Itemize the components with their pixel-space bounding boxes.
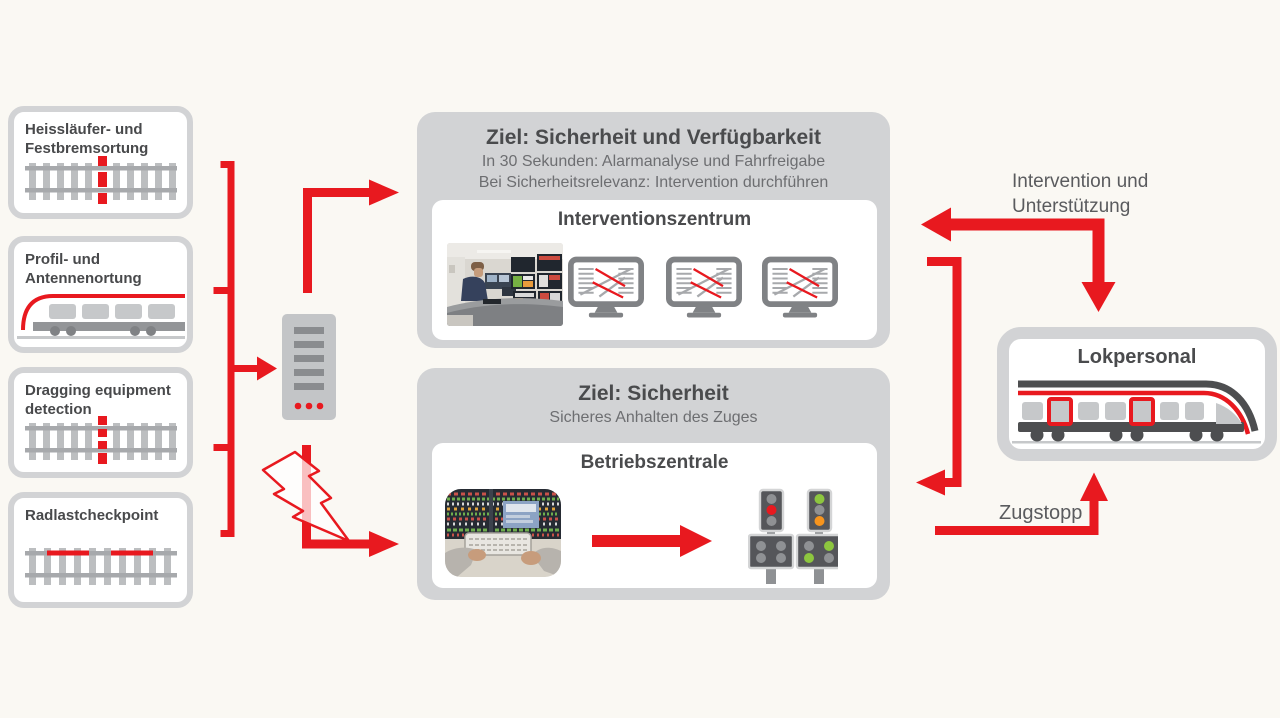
monitor-track-diagram-icon — [568, 256, 644, 318]
lokpersonal-box: Lokpersonal — [997, 327, 1277, 461]
arrowhead — [916, 469, 945, 496]
arrow-interventionszentrum-to-betriebszentrale — [927, 257, 962, 487]
arrowhead — [1081, 282, 1116, 312]
goal-box-sicherheit-verfuegbarkeit: Ziel: Sicherheit und Verfügbarkeit In 30… — [417, 112, 890, 348]
interventionszentrum-panel: Interventionszentrum — [432, 200, 877, 340]
intervention-label-line1: Intervention und — [1012, 171, 1149, 192]
zugstopp-label: Zugstopp — [999, 502, 1083, 524]
collector-bracket — [213, 161, 235, 537]
sensor-box-radlast: Radlastcheckpoint — [8, 492, 193, 608]
panel-title: Betriebszentrale — [580, 452, 729, 473]
betriebszentrale-panel: Betriebszentrale — [432, 443, 877, 588]
lightning-icon — [261, 450, 351, 543]
goal-subtitle-line1: Sicheres Anhalten des Zuges — [549, 409, 758, 426]
track-hotbox-detector-icon — [24, 156, 177, 204]
arrowhead — [257, 356, 277, 381]
goal-title: Ziel: Sicherheit — [578, 382, 729, 405]
control-room-photo — [447, 243, 563, 326]
sensor-label: Radlastcheckpoint — [25, 507, 159, 524]
sensor-label: Dragging equipment detection — [25, 382, 171, 418]
sensor-label: Heissläufer- und Festbremsortung — [25, 121, 149, 157]
monitor-track-diagram-icon — [666, 256, 742, 318]
arrow-server-to-betriebszentrale — [302, 445, 369, 549]
lokpersonal-title: Lokpersonal — [1077, 346, 1197, 368]
sensor-box-profil: Profil- und Antennenortung — [8, 236, 193, 353]
goal-title: Ziel: Sicherheit und Verfügbarkeit — [486, 126, 821, 149]
arrowhead — [369, 179, 399, 206]
operator-keyboard-photo — [445, 489, 561, 577]
goal-subtitle-line1: In 30 Sekunden: Alarmanalyse und Fahrfre… — [481, 153, 826, 170]
arrowhead — [1080, 472, 1108, 501]
sensor-box-dragging: Dragging equipment detection — [8, 367, 193, 478]
track-wheel-load-checkpoint-icon — [24, 548, 177, 585]
sensor-label: Profil- und Antennenortung — [25, 251, 142, 287]
intervention-label-line2: Unterstützung — [1012, 196, 1131, 217]
goal-box-sicherheit: Ziel: Sicherheit Sicheres Anhalten des Z… — [417, 368, 890, 600]
server-icon — [282, 314, 336, 420]
monitor-track-diagram-icon — [762, 256, 838, 318]
arrow-intervention-unterstuetzung — [951, 218, 1105, 282]
train-profile-detector-icon — [16, 294, 185, 339]
railway-signal-icon — [748, 488, 838, 584]
arrowhead — [369, 531, 399, 557]
intervention-label: Intervention und Unterstützung — [1012, 169, 1148, 219]
sensor-box-heisslaeufer: Heissläufer- und Festbremsortung — [8, 106, 193, 219]
arrowhead — [921, 207, 951, 242]
panel-title: Interventionszentrum — [557, 209, 752, 230]
goal-subtitle-line2: Bei Sicherheitsrelevanz: Intervention du… — [478, 174, 829, 191]
track-dragging-detector-icon — [24, 416, 177, 464]
train-icon — [1012, 380, 1261, 444]
arrow-server-to-interventionszentrum — [303, 188, 369, 293]
